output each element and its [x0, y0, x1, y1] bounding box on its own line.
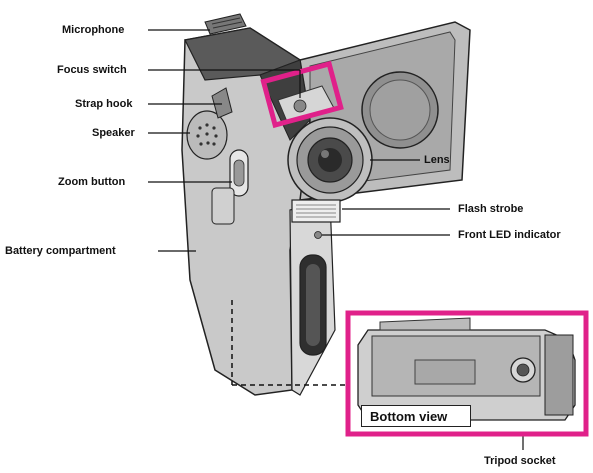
front-led-indicator-label: Front LED indicator — [458, 229, 561, 241]
strap-hook-label: Strap hook — [75, 98, 132, 110]
lens-part — [288, 118, 372, 202]
microphone-label: Microphone — [62, 24, 124, 36]
bottom-view-label: Bottom view — [361, 405, 471, 427]
lens-label: Lens — [424, 154, 450, 166]
flash-strobe-part — [292, 200, 340, 222]
flash-strobe-label: Flash strobe — [458, 203, 523, 215]
battery-compartment-label: Battery compartment — [5, 245, 116, 257]
tripod-socket-label: Tripod socket — [484, 455, 556, 467]
focus-switch-label: Focus switch — [57, 64, 127, 76]
speaker-label: Speaker — [92, 127, 135, 139]
zoom-button-label: Zoom button — [58, 176, 125, 188]
speaker-part — [187, 111, 227, 159]
front-led-part — [315, 232, 322, 239]
